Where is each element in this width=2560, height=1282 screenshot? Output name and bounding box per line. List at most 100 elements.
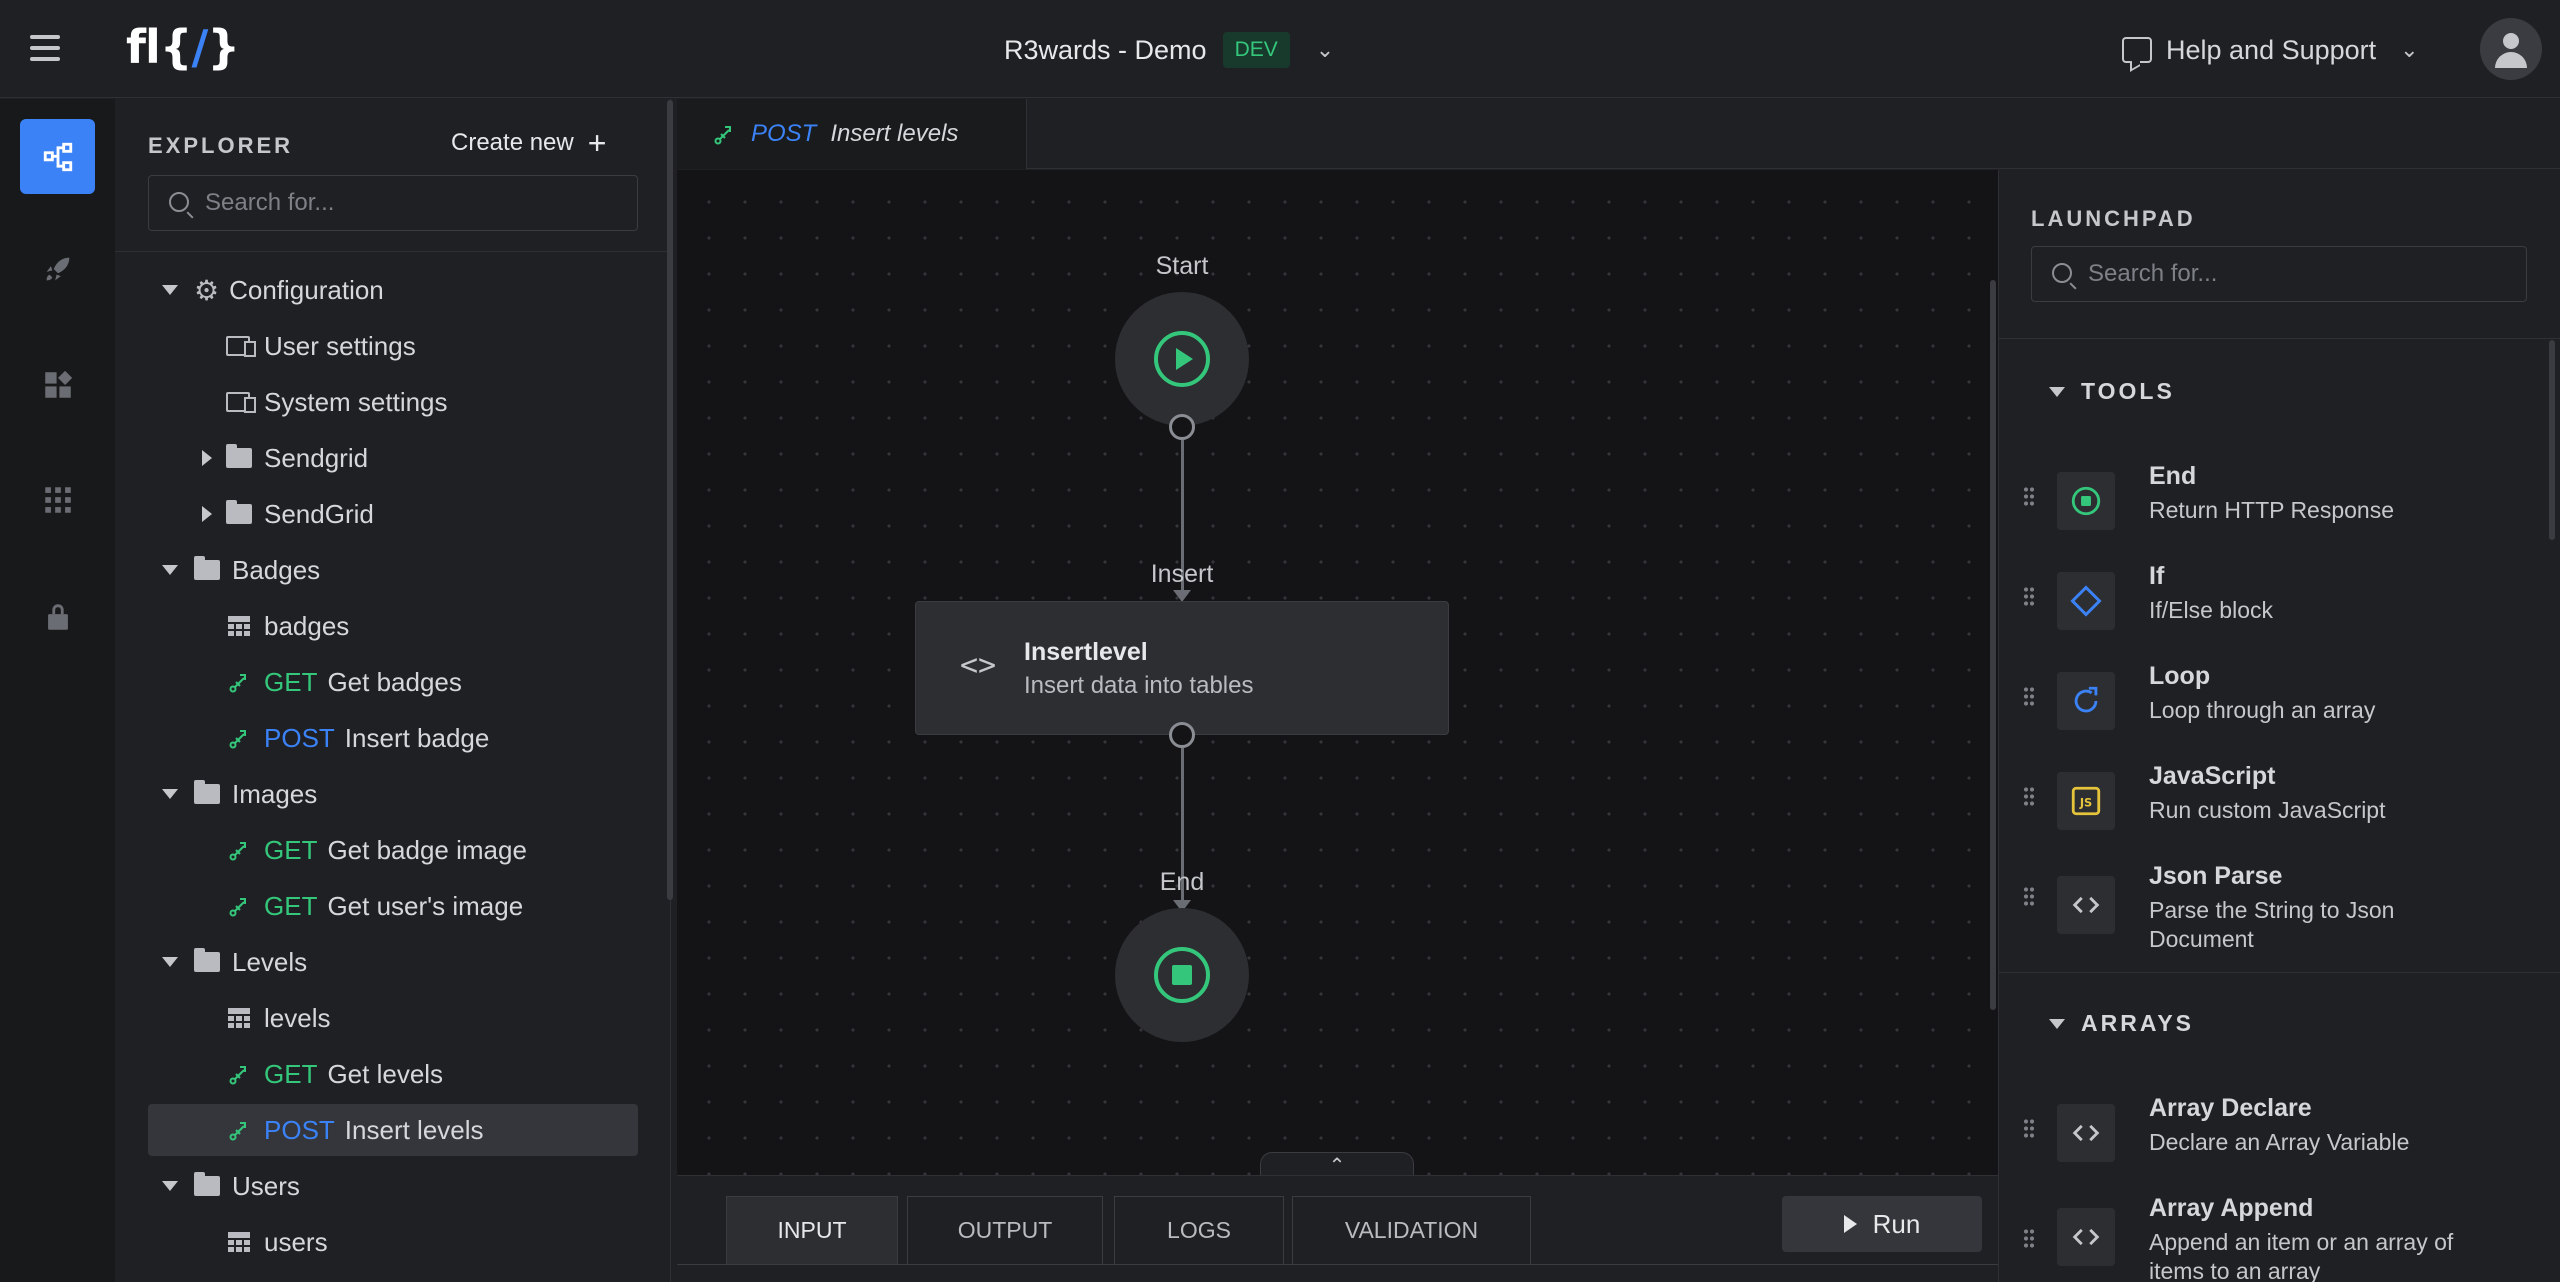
- apps-grid-icon: [44, 486, 71, 513]
- tool-name: Array Declare: [2149, 1094, 2312, 1122]
- launchpad-panel: LAUNCHPAD TOOLS End Return HTTP Response…: [1998, 170, 2560, 1282]
- tree-item-get-badge-image[interactable]: GET Get badge image: [228, 824, 527, 876]
- rail-security[interactable]: [20, 579, 95, 654]
- tool-if[interactable]: If If/Else block: [1999, 562, 2549, 652]
- tab-logs[interactable]: LOGS: [1114, 1196, 1284, 1264]
- start-output-port[interactable]: [1169, 414, 1195, 440]
- tool-json-parse[interactable]: Json Parse Parse the String to Json Docu…: [1999, 862, 2549, 972]
- project-selector[interactable]: R3wards - Demo DEV ⌄: [1004, 30, 1334, 70]
- caret-right-icon[interactable]: [202, 450, 212, 466]
- insert-level-node[interactable]: <> Insertlevel Insert data into tables: [915, 601, 1449, 735]
- start-node[interactable]: [1115, 292, 1249, 426]
- method-get: GET: [264, 834, 318, 865]
- tool-loop[interactable]: Loop Loop through an array: [1999, 662, 2549, 752]
- help-and-support-menu[interactable]: Help and Support ⌄: [2122, 30, 2419, 70]
- folder-icon: [194, 556, 220, 580]
- folder-icon: [226, 500, 252, 524]
- insert-output-port[interactable]: [1169, 722, 1195, 748]
- section-arrays[interactable]: ARRAYS: [2049, 1010, 2194, 1037]
- search-icon: [169, 192, 189, 212]
- tool-desc: Parse the String to Json Document: [2149, 897, 2395, 952]
- tree-folder-images[interactable]: Images: [162, 768, 317, 820]
- tree-item-get-badges[interactable]: GET Get badges: [228, 656, 462, 708]
- tab-insert-levels[interactable]: POST Insert levels: [677, 99, 1027, 169]
- flow-icon: [43, 142, 72, 171]
- tree-folder-badges[interactable]: Badges: [162, 544, 320, 596]
- help-label: Help and Support: [2166, 34, 2377, 65]
- tree-item-label: Get user's image: [327, 890, 524, 921]
- rail-widgets[interactable]: [20, 347, 95, 422]
- tool-array-declare[interactable]: Array Declare Declare an Array Variable: [1999, 1094, 2549, 1184]
- create-new-button[interactable]: Create new +: [451, 125, 607, 161]
- tree-folder-users[interactable]: Users: [162, 1160, 300, 1212]
- tree-item-label: System settings: [264, 386, 448, 417]
- tree-item-label: SendGrid: [264, 498, 374, 529]
- launchpad-search[interactable]: [2031, 246, 2527, 302]
- drag-handle-icon[interactable]: [2023, 486, 2035, 508]
- tree-item-label: Insert badge: [344, 722, 490, 753]
- tree-folder-sendgrid-2[interactable]: SendGrid: [202, 488, 374, 540]
- section-label: ARRAYS: [2081, 1010, 2195, 1036]
- explorer-search[interactable]: [148, 175, 638, 231]
- settings-panel-icon: [226, 392, 256, 413]
- caret-down-icon[interactable]: [162, 285, 178, 295]
- tree-item-get-users-image[interactable]: GET Get user's image: [228, 880, 523, 932]
- route-icon: [229, 898, 246, 917]
- tree-folder-configuration[interactable]: ⚙ Configuration: [162, 264, 384, 316]
- svg-text:JS: JS: [2079, 796, 2092, 810]
- end-node[interactable]: [1115, 908, 1249, 1042]
- drag-handle-icon[interactable]: [2023, 786, 2035, 808]
- tree-item-system-settings[interactable]: System settings: [226, 376, 448, 428]
- expand-panel-handle[interactable]: ⌃: [1260, 1152, 1414, 1177]
- user-avatar[interactable]: [2480, 18, 2542, 80]
- divider: [1999, 972, 2560, 973]
- tree-folder-levels[interactable]: Levels: [162, 936, 307, 988]
- tree-item-users-table[interactable]: users: [228, 1216, 328, 1268]
- tool-end[interactable]: End Return HTTP Response: [1999, 462, 2549, 552]
- caret-down-icon[interactable]: [162, 565, 178, 575]
- launchpad-scrollbar[interactable]: [2549, 340, 2555, 540]
- tree-item-get-levels[interactable]: GET Get levels: [228, 1048, 443, 1100]
- tab-validation[interactable]: VALIDATION: [1292, 1196, 1531, 1264]
- canvas-scrollbar[interactable]: [1990, 280, 1996, 1010]
- tool-name: Loop: [2149, 662, 2211, 690]
- rail-flows[interactable]: [20, 119, 95, 194]
- section-tools[interactable]: TOOLS: [2049, 378, 2175, 405]
- tree-item-insert-levels[interactable]: POST Insert levels: [148, 1104, 638, 1156]
- run-button[interactable]: Run: [1782, 1196, 1982, 1252]
- explorer-scrollbar[interactable]: [667, 100, 673, 900]
- rail-deploy[interactable]: [20, 231, 95, 306]
- tool-javascript[interactable]: JS JavaScript Run custom JavaScript: [1999, 762, 2549, 852]
- caret-down-icon[interactable]: [162, 1181, 178, 1191]
- tree-item-insert-badge[interactable]: POST Insert badge: [228, 712, 489, 764]
- drag-handle-icon[interactable]: [2023, 1228, 2035, 1250]
- chevron-down-icon[interactable]: ⌄: [1315, 37, 1335, 62]
- folder-icon: [226, 444, 252, 468]
- plus-icon: +: [587, 125, 607, 161]
- tree-item-label: User settings: [264, 330, 416, 361]
- drag-handle-icon[interactable]: [2023, 1118, 2035, 1140]
- tool-array-append[interactable]: Array Append Append an item or an array …: [1999, 1194, 2549, 1282]
- drag-handle-icon[interactable]: [2023, 586, 2035, 608]
- caret-right-icon[interactable]: [202, 506, 212, 522]
- drag-handle-icon[interactable]: [2023, 686, 2035, 708]
- launchpad-search-input[interactable]: [2088, 260, 2526, 288]
- code-icon: <>: [960, 648, 997, 683]
- stop-icon: [1154, 947, 1210, 1003]
- menu-icon[interactable]: [30, 35, 60, 63]
- tab-output[interactable]: OUTPUT: [907, 1196, 1103, 1264]
- caret-down-icon[interactable]: [162, 957, 178, 967]
- tree-item-levels-table[interactable]: levels: [228, 992, 330, 1044]
- explorer-search-input[interactable]: [205, 189, 637, 217]
- tree-item-badges-table[interactable]: badges: [228, 600, 349, 652]
- folder-icon: [194, 948, 220, 972]
- end-node-label: End: [1159, 868, 1205, 896]
- tree-item-user-settings[interactable]: User settings: [226, 320, 416, 372]
- tree-folder-sendgrid[interactable]: Sendgrid: [202, 432, 368, 484]
- route-icon: [229, 674, 246, 693]
- drag-handle-icon[interactable]: [2023, 886, 2035, 908]
- tab-input[interactable]: INPUT: [726, 1196, 898, 1264]
- caret-down-icon[interactable]: [162, 789, 178, 799]
- method-post: POST: [751, 120, 817, 147]
- rail-apps[interactable]: [20, 462, 95, 537]
